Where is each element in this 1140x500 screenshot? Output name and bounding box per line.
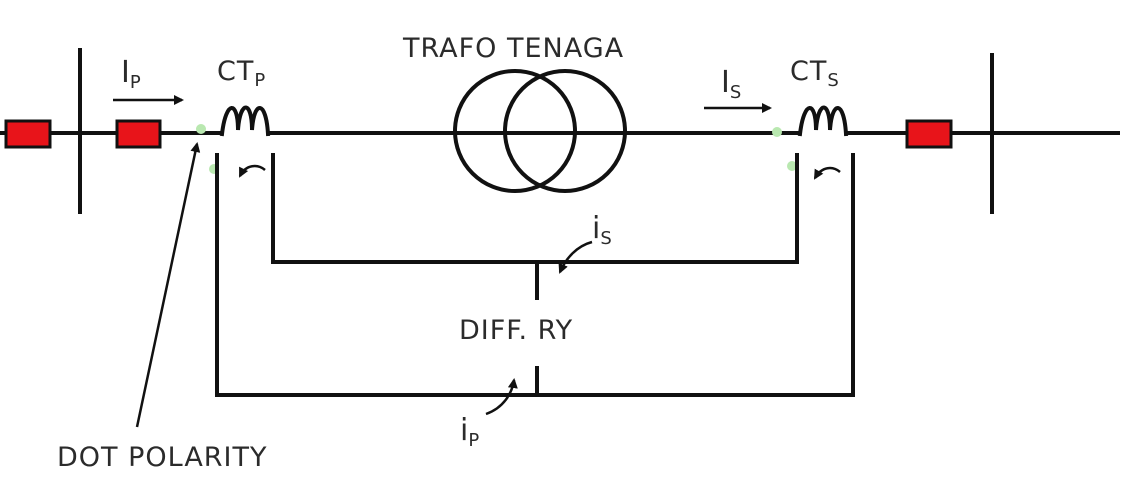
breaker-left-inner	[115, 119, 162, 149]
breaker-left-outer	[4, 119, 52, 149]
polarity-dot	[772, 127, 782, 137]
ctp-coil	[219, 105, 271, 137]
breaker-right	[905, 119, 953, 149]
is-pointer-arrow	[558, 240, 593, 274]
cts-curl-arrow	[813, 166, 841, 180]
cts-coil	[797, 105, 849, 137]
is-secondary-label: iS	[592, 211, 612, 249]
transformer-label: TRAFO TENAGA	[402, 33, 624, 64]
polarity-dot	[196, 124, 206, 134]
ip-main-label: IP	[121, 55, 141, 93]
polarity-dot	[787, 161, 797, 171]
ctp-curl-arrow	[238, 164, 266, 178]
ip-secondary-label: iP	[460, 413, 479, 451]
ctp-label: CTP	[217, 56, 266, 91]
ip-pointer-arrow	[485, 378, 518, 416]
transformer-primary-winding	[453, 69, 577, 193]
transformer-secondary-winding	[503, 69, 627, 193]
is-main-label: IS	[721, 65, 741, 103]
relay-label: DIFF. RY	[459, 315, 573, 346]
inner-secondary-loop	[271, 153, 799, 264]
cts-label: CTS	[790, 56, 840, 91]
dot-polarity-label: DOT POLARITY	[57, 442, 268, 473]
dot-polarity-leader	[135, 142, 201, 428]
